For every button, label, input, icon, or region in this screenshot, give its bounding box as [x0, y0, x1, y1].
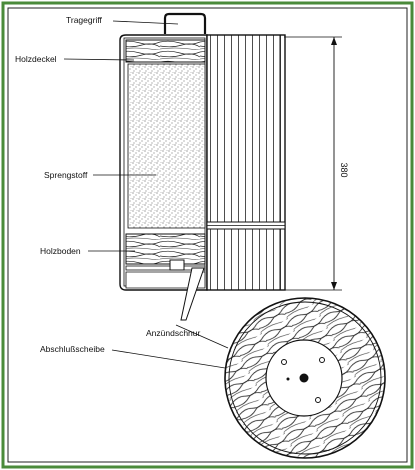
fuse-hole [299, 373, 309, 383]
leader-lid [63, 58, 135, 61]
wooden-lid [125, 39, 206, 63]
leader-fuse [175, 324, 229, 349]
dimension-arrow-bottom [331, 282, 337, 290]
screw-1 [281, 359, 287, 365]
dimension-arrow-top [331, 37, 337, 45]
screw-2 [319, 357, 325, 363]
label-closing-disc: Abschlußscheibe [40, 344, 105, 354]
explosive-fill [127, 63, 206, 229]
canister-exterior [206, 34, 286, 291]
dimension-label: 380 [339, 162, 349, 178]
label-bottom: Holzboden [40, 246, 81, 256]
inner-frame [7, 7, 408, 463]
label-explosive: Sprengstoff [44, 170, 88, 180]
label-lid: Holzdeckel [15, 54, 57, 64]
wooden-bottom [125, 233, 206, 265]
fuse-cord [180, 267, 205, 321]
base-plate [125, 265, 206, 271]
fuse-plug [169, 259, 185, 271]
closing-disc-point [286, 377, 290, 381]
bottom-disc-rim [228, 301, 382, 455]
leader-handle [112, 20, 179, 25]
label-fuse: Anzündschnur [146, 328, 201, 338]
lower-cavity [125, 271, 206, 289]
screw-3 [315, 397, 321, 403]
handle-graphic [163, 12, 207, 34]
label-handle: Tragegriff [66, 15, 102, 25]
